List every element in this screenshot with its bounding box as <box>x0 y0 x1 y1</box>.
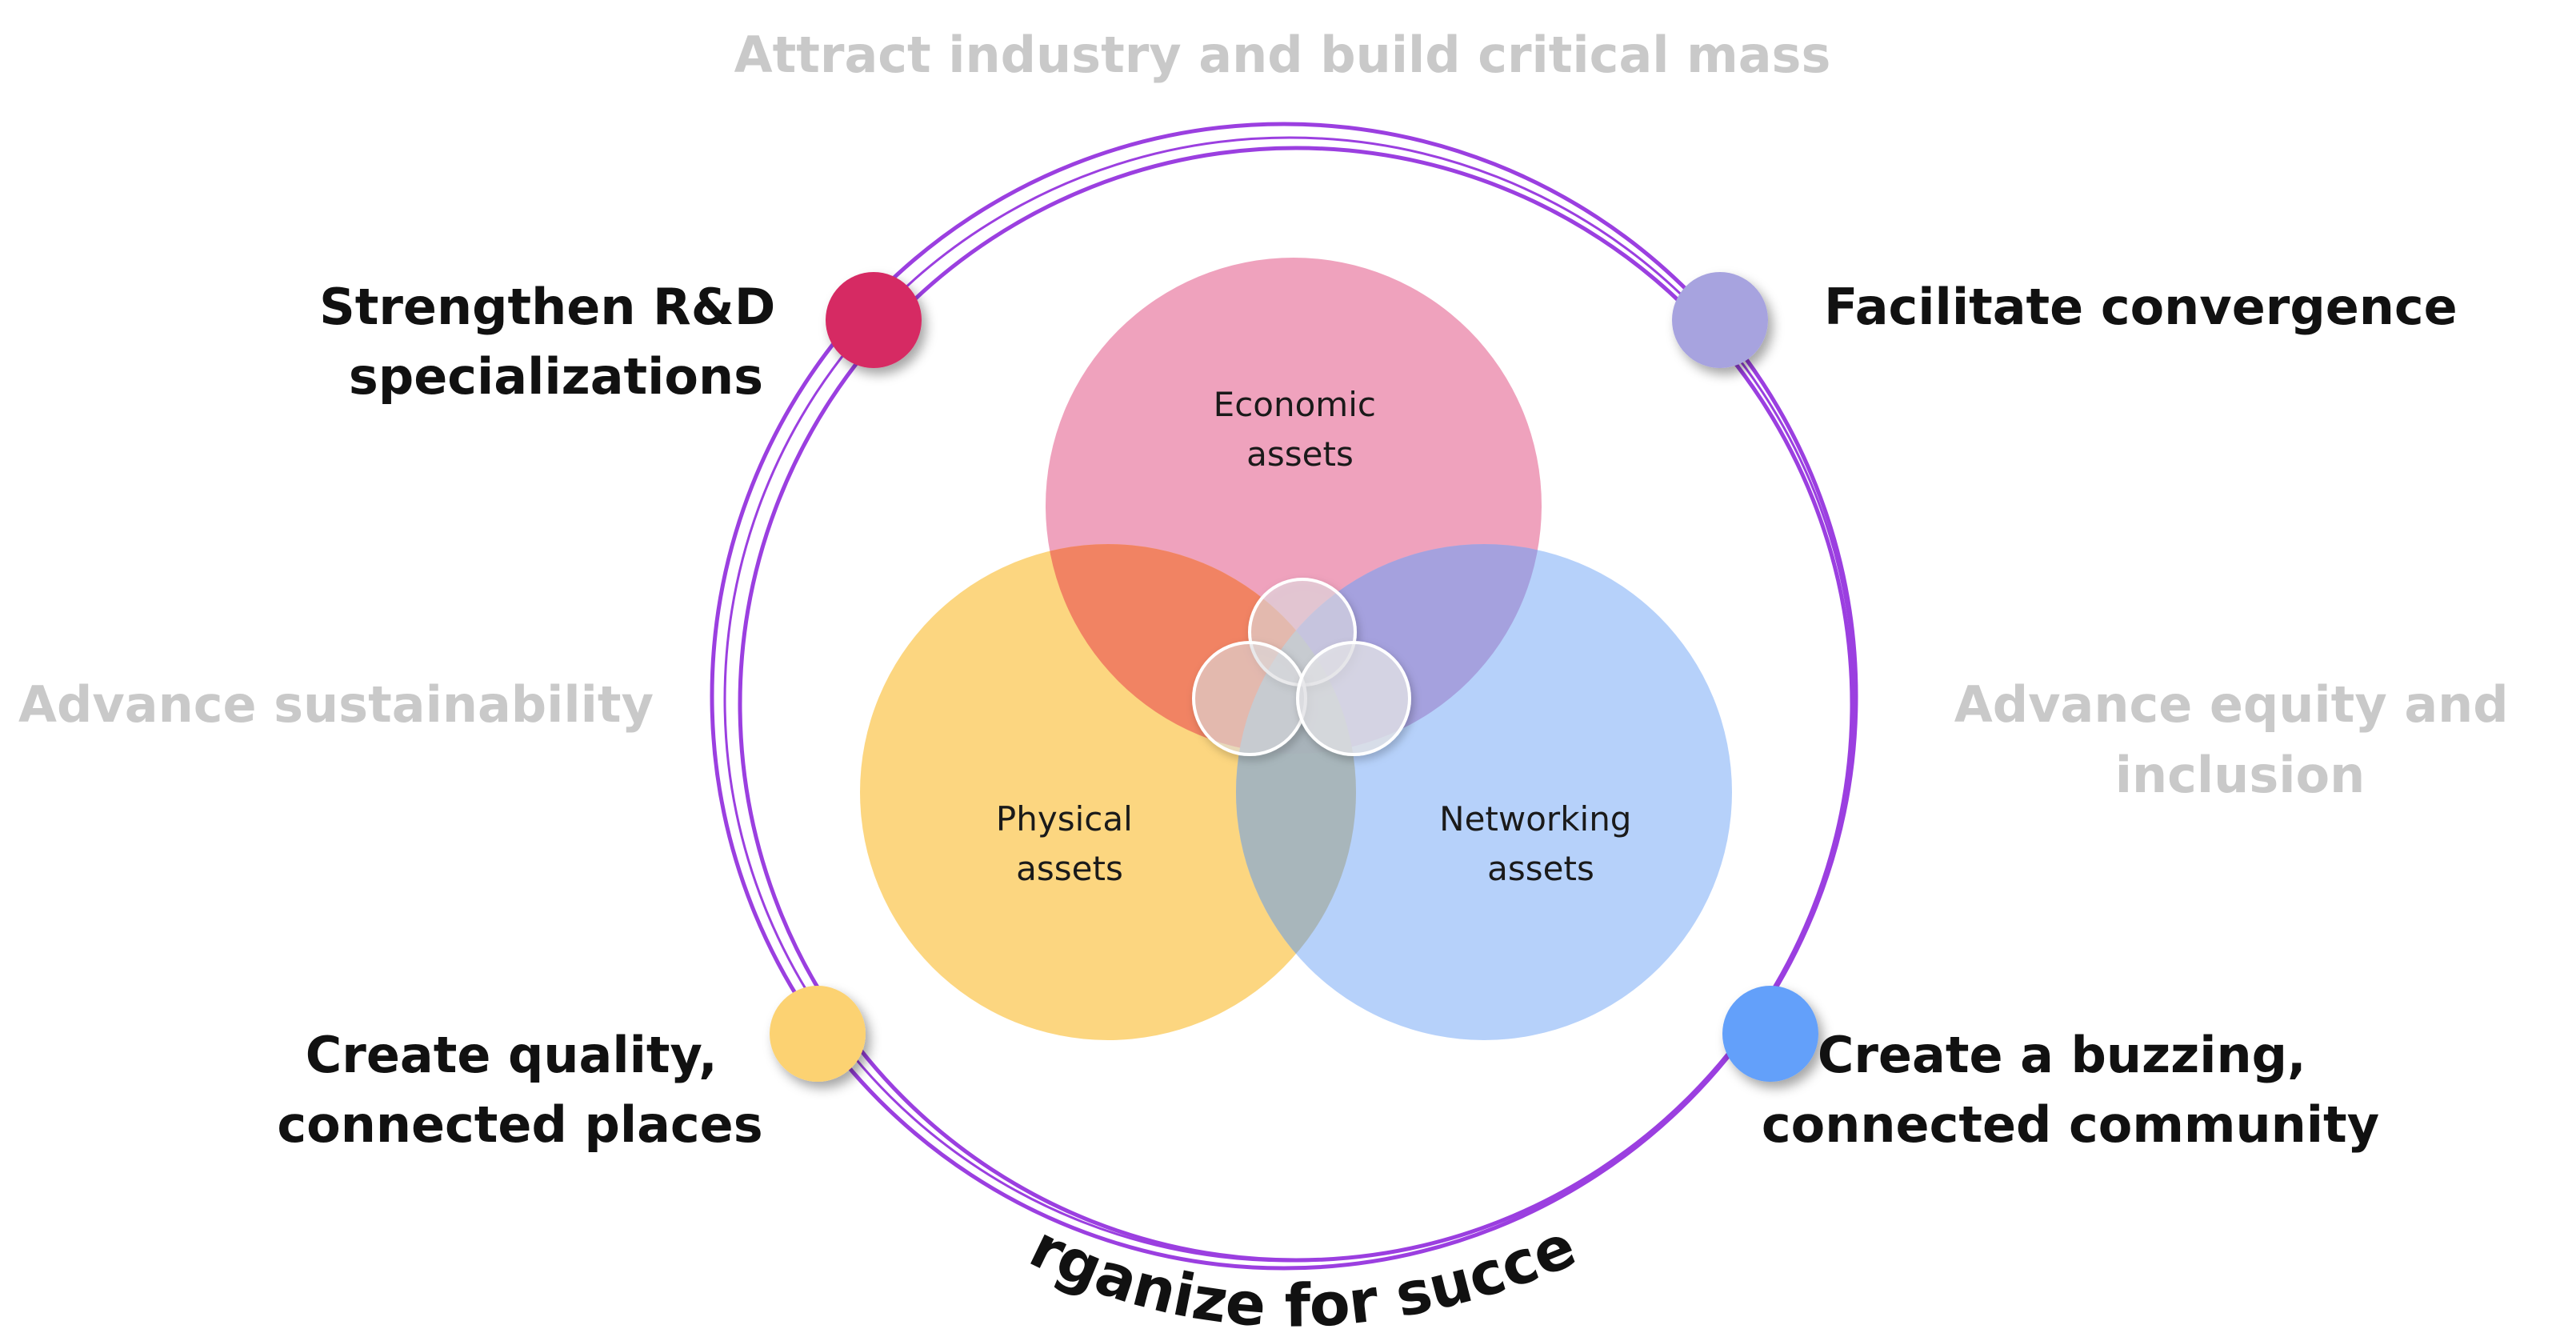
outer-ring-line-3 <box>723 136 1856 1263</box>
outer-ring <box>710 122 1858 1271</box>
strategy-dot-top-left <box>826 272 922 368</box>
econ-phys-overlap <box>1046 544 1356 754</box>
outer-ring-line-1 <box>710 122 1858 1271</box>
strategy-top-right-label: Facilitate convergence <box>1824 278 2458 336</box>
networking-assets-label: Networking assets <box>1439 799 1642 888</box>
econ-net-overlap <box>1236 544 1542 754</box>
physical-assets-label: Physical assets <box>996 799 1143 888</box>
center-bubble-left <box>1192 641 1307 756</box>
strategy-bottom-left-label: Create quality, connected places <box>277 1026 762 1154</box>
center-bubbles <box>1192 578 1411 756</box>
center-bubble-right <box>1296 641 1411 756</box>
strategy-dot-bottom-right <box>1722 986 1818 1082</box>
theme-right: Advance equity and inclusion <box>1954 675 2526 804</box>
theme-top: Attract industry and build critical mass <box>734 26 1831 84</box>
economic-assets-label: Economic assets <box>1214 385 1387 474</box>
strategy-bottom-right-label: Create a buzzing, connected community <box>1762 1026 2379 1154</box>
strategy-dot-bottom-left <box>770 986 866 1082</box>
strategy-top-left-label: Strengthen R&D specializations <box>319 278 793 406</box>
theme-left: Advance sustainability <box>18 675 654 734</box>
strategy-dot-top-right <box>1672 272 1768 368</box>
